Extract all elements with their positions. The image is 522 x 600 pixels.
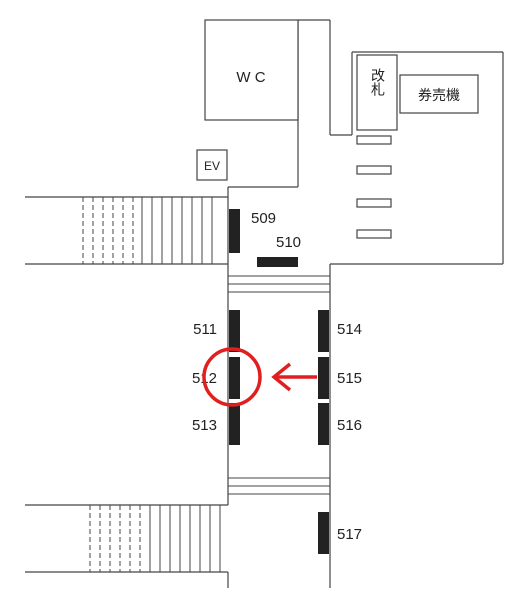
exit-510-block: [257, 257, 298, 267]
exit-511-block: [229, 310, 240, 352]
exit-label-511: 511: [193, 321, 217, 338]
exit-512-block: [229, 357, 240, 399]
exit-515-block: [318, 357, 329, 399]
ticket-gate-label: 改札: [369, 68, 385, 96]
lower-stairs-dashed: [89, 505, 141, 572]
upper-stairs-dashed: [82, 197, 134, 264]
upper-stairs-solid: [141, 197, 213, 264]
highlight-circle: [202, 347, 262, 407]
elevator: EV: [196, 149, 228, 181]
ticket-gate: 改札: [356, 54, 398, 131]
exit-label-513: 513: [192, 417, 217, 434]
exit-label-516: 516: [337, 417, 362, 434]
exit-labels: 509 510 511 512 513 514 515 516 517: [192, 210, 362, 543]
exit-label-517: 517: [337, 526, 362, 543]
exit-label-515: 515: [337, 370, 362, 387]
exit-517-block: [318, 512, 329, 554]
exit-label-514: 514: [337, 321, 362, 338]
exit-514-block: [318, 310, 329, 352]
highlight-arrow-head: [271, 362, 292, 392]
corridor-bands: [228, 275, 330, 495]
lower-stairs-solid: [149, 505, 221, 572]
upper-stairs: [82, 197, 213, 264]
exit-label-509: 509: [251, 210, 276, 227]
gate-lanes: [356, 135, 392, 239]
ticket-machine-label: 券売機: [418, 88, 460, 104]
exit-509-block: [229, 209, 240, 253]
exit-513-block: [229, 403, 240, 445]
exit-blocks: [229, 209, 329, 554]
wc-room: W C: [204, 19, 299, 121]
highlight: [202, 347, 317, 407]
elevator-label: EV: [204, 159, 220, 173]
ticket-machine: 券売機: [399, 74, 479, 114]
exit-516-block: [318, 403, 329, 445]
exit-label-510: 510: [276, 234, 301, 251]
wc-label: W C: [236, 69, 265, 86]
lower-stairs: [89, 505, 221, 572]
